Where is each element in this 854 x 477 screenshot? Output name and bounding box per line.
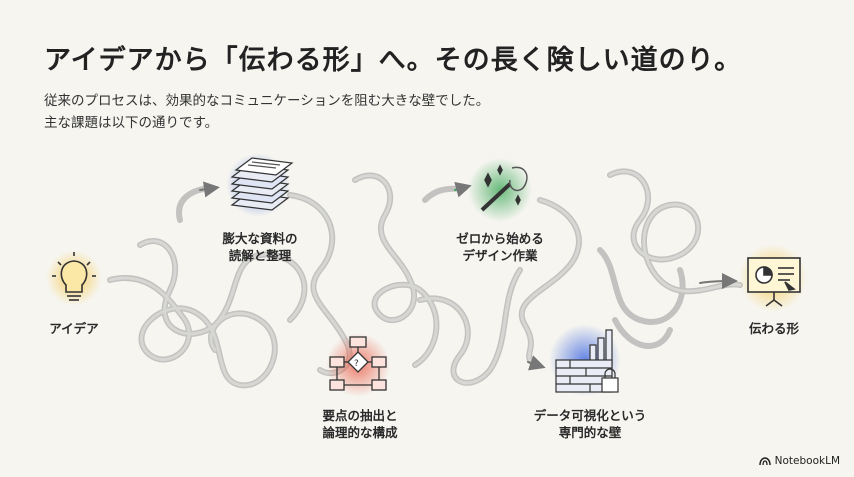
materials-stage: [226, 153, 294, 217]
materials-label-line-2: 読解と整理: [228, 248, 292, 263]
brand-watermark: NotebookLM: [758, 455, 840, 467]
logic-label-line-2: 論理的な構成: [322, 425, 398, 440]
magic-wand-icon: [480, 164, 528, 212]
materials-label: 膨大な資料の 読解と整理: [210, 230, 310, 264]
design-label-line-2: デザイン作業: [462, 248, 538, 263]
question-mark-icon: ?: [354, 359, 359, 369]
subtitle-line-2: 主な課題は以下の通りです。: [44, 115, 219, 131]
materials-label-line-1: 膨大な資料の: [222, 231, 298, 246]
lightbulb-icon: [52, 252, 96, 301]
logic-label: 要点の抽出と 論理的な構成: [305, 407, 415, 441]
notebooklm-logo-icon: [758, 456, 771, 465]
result-stage: [739, 244, 807, 312]
idea-stage: [46, 250, 102, 306]
design-label: ゼロから始める デザイン作業: [445, 230, 555, 264]
dataviz-stage: [549, 324, 621, 396]
presentation-board-icon: [747, 257, 801, 307]
design-stage: [468, 158, 532, 222]
subtitle-line-1: 従来のプロセスは、効果的なコミュニケーションを阻む大きな壁でした。: [44, 93, 490, 109]
tangled-paths: [107, 168, 743, 389]
dataviz-label-line-1: データ可視化という: [533, 408, 647, 423]
brand-name: NotebookLM: [774, 455, 840, 467]
page-title: アイデアから「伝わる形」へ。その長く険しい道のり。: [44, 45, 743, 76]
idea-label: アイデア: [49, 321, 99, 336]
document-stack-icon: [230, 157, 294, 211]
result-label: 伝わる形: [748, 321, 799, 336]
logic-label-line-1: 要点の抽出と: [322, 408, 398, 423]
flowchart-icon: [329, 336, 387, 391]
design-label-line-1: ゼロから始める: [456, 231, 544, 246]
logic-stage: ?: [326, 333, 390, 397]
subtitle: 従来のプロセスは、効果的なコミュニケーションを阻む大きな壁でした。 主な課題は以…: [44, 90, 489, 134]
dataviz-label: データ可視化という 専門的な壁: [525, 407, 655, 441]
dataviz-label-line-2: 専門的な壁: [558, 425, 622, 440]
brick-wall-lock-icon: [555, 329, 619, 393]
